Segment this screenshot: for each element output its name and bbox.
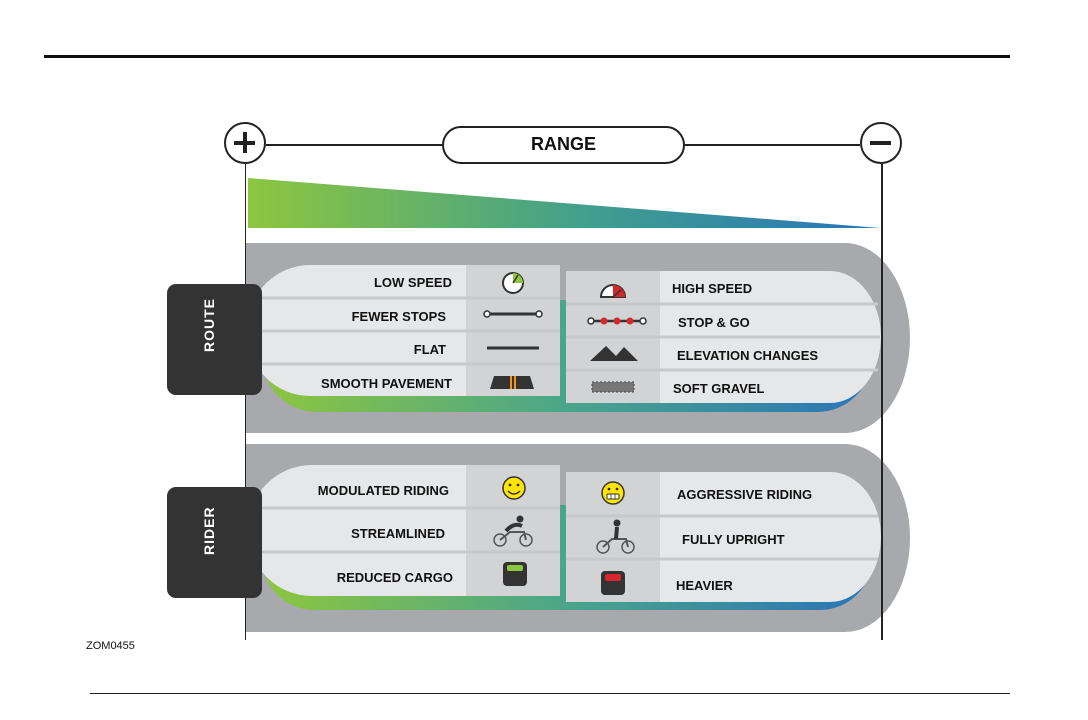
grimace-face-icon: [602, 482, 624, 504]
rider-left-label: MODULATED RIDING: [318, 483, 449, 498]
heavy-scale-icon: [601, 571, 625, 595]
rider-section: [246, 444, 910, 632]
route-left-label: FEWER STOPS: [352, 309, 446, 324]
route-left-label: LOW SPEED: [374, 275, 452, 290]
gravel-icon: [592, 382, 634, 392]
bottom-rule: [90, 693, 1010, 694]
rider-right-label: HEAVIER: [676, 578, 733, 593]
rider-left-label: STREAMLINED: [351, 526, 445, 541]
route-right-label: HIGH SPEED: [672, 281, 752, 296]
rider-left-label: REDUCED CARGO: [337, 570, 453, 585]
rider-right-label: FULLY UPRIGHT: [682, 532, 785, 547]
right-boundary-line: [881, 164, 883, 640]
low-speedometer-icon: [503, 273, 523, 293]
range-gradient-wedge: [248, 178, 880, 228]
route-right-label: SOFT GRAVEL: [673, 381, 764, 396]
route-left-label: SMOOTH PAVEMENT: [321, 376, 452, 391]
smooth-road-icon: [490, 376, 534, 389]
route-tab-label: ROUTE: [201, 298, 217, 352]
smiley-face-icon: [503, 477, 525, 499]
route-right-label: STOP & GO: [678, 315, 750, 330]
route-section: [246, 243, 910, 433]
route-left-label: FLAT: [414, 342, 446, 357]
route-tab: ROUTE: [167, 284, 262, 395]
rider-tab: RIDER: [167, 487, 262, 598]
rider-tab-label: RIDER: [201, 506, 217, 555]
rider-right-label: AGGRESSIVE RIDING: [677, 487, 812, 502]
route-right-label: ELEVATION CHANGES: [677, 348, 818, 363]
light-scale-icon: [503, 562, 527, 586]
figure-id: ZOM0455: [86, 640, 135, 652]
